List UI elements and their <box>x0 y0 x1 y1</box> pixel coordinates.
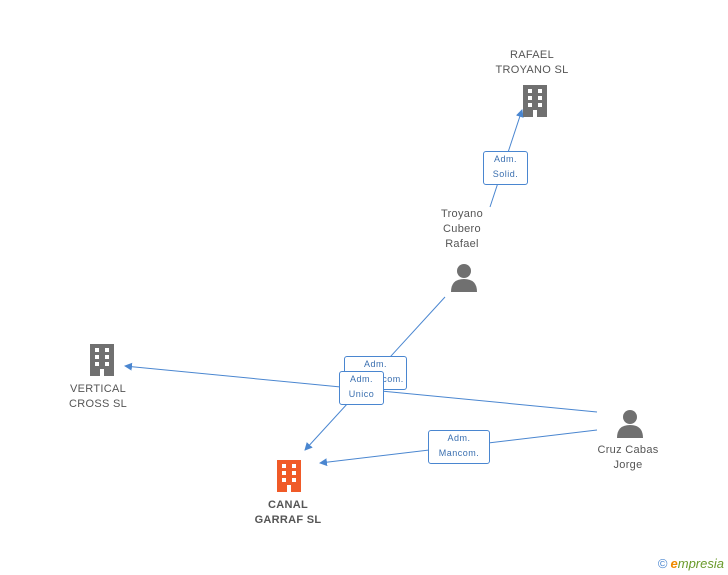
building-icon[interactable] <box>86 342 118 378</box>
person-label-troyano-cubero[interactable]: Troyano Cubero Rafael <box>420 207 504 252</box>
brand-watermark: ©empresia <box>658 556 724 571</box>
edge-label-adm-unico[interactable]: Adm. Unico <box>339 371 384 405</box>
edge-label-line2: Solid. <box>492 169 519 179</box>
person-name-line3: Rafael <box>445 238 479 250</box>
company-name-line2: CROSS SL <box>68 398 128 410</box>
company-name-line1: CANAL <box>268 499 308 511</box>
person-icon[interactable] <box>449 262 479 292</box>
person-name-line1: Cruz Cabas <box>597 444 659 456</box>
edge-label-adm-solid[interactable]: Adm. Solid. <box>483 151 528 185</box>
brand-name: mpresia <box>677 556 724 571</box>
person-name-line2: Jorge <box>613 459 643 471</box>
edge-label-line1: Adm. <box>349 374 373 384</box>
edge-label-adm-mancom[interactable]: Adm. Mancom. <box>428 430 490 464</box>
person-icon[interactable] <box>615 408 645 438</box>
company-name-line1: VERTICAL <box>70 383 126 395</box>
company-label-rafael-troyano[interactable]: RAFAEL TROYANO SL <box>482 48 582 78</box>
company-name-line1: RAFAEL <box>510 49 554 61</box>
copyright-icon: © <box>657 556 668 571</box>
building-icon[interactable] <box>519 83 551 119</box>
company-name-line2: GARRAF SL <box>254 514 322 526</box>
focus-building-icon[interactable] <box>273 458 305 494</box>
edge-label-line1: Adm. <box>493 154 517 164</box>
edge-label-line2: Mancom. <box>438 448 480 458</box>
person-name-line1: Troyano <box>440 208 484 220</box>
company-label-canal-garraf[interactable]: CANAL GARRAF SL <box>238 498 338 528</box>
brand-initial: e <box>670 556 678 571</box>
person-name-line2: Cubero <box>443 223 481 235</box>
company-label-vertical-cross[interactable]: VERTICAL CROSS SL <box>50 382 146 412</box>
edge-label-line2: Unico <box>348 389 375 399</box>
edge-label-line1: Adm. <box>447 433 471 443</box>
person-label-cruz-cabas[interactable]: Cruz Cabas Jorge <box>582 443 674 473</box>
edge-label-line1: Adm. <box>363 359 387 369</box>
company-name-line2: TROYANO SL <box>495 64 569 76</box>
